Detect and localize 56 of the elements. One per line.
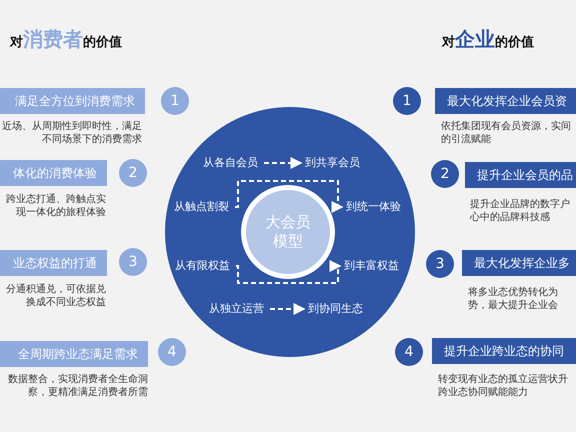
- description-text: 转变现有业态的孤立运营状升跨业态协同赋能能力: [438, 373, 569, 399]
- banner-heading: 最大化发挥企业多: [474, 254, 570, 272]
- value-banner: [0, 341, 148, 367]
- transition-text: 到丰富权益: [344, 258, 399, 274]
- description-text: 近场、从周期性到即时性，满足不同场景下的消费需求: [1, 120, 142, 146]
- section-title: 对企业的价值: [442, 26, 534, 53]
- description-text: 跨业态打通、跨触点实现一体化的旅程体验: [5, 193, 106, 219]
- banner-heading: 最大化发挥企业会员资: [447, 92, 567, 110]
- number-badge: [158, 338, 186, 366]
- description-text: 提升企业品牌的数字户心中的品牌科技感: [470, 198, 571, 224]
- banner-heading: 提升企业会员的品: [477, 166, 573, 184]
- transition-text: 到统一体验: [346, 199, 401, 215]
- number-badge: [426, 250, 454, 278]
- transition-text: 到协同生态: [308, 301, 363, 317]
- banner-heading: 业态权益的打通: [13, 254, 97, 272]
- number-badge: [395, 338, 423, 366]
- transition-text: 从各自会员: [203, 155, 258, 171]
- value-banner: [465, 162, 576, 188]
- center-circle: [241, 185, 335, 279]
- dashed-arrow: [264, 157, 302, 169]
- description-text: 将多业态优势转化为势，最大提升企业会: [468, 286, 559, 312]
- number-text: 2: [440, 166, 450, 182]
- value-banner: [0, 88, 145, 114]
- number-text: 3: [436, 256, 444, 272]
- value-banner: [462, 250, 576, 276]
- value-banner: [0, 160, 107, 186]
- dashed-arrow: [236, 260, 342, 284]
- number-badge: [431, 160, 459, 188]
- number-text: 1: [402, 93, 412, 109]
- transition-text: 从有限权益: [175, 258, 230, 274]
- banner-heading: 体化的消费体验: [13, 164, 97, 182]
- description-text: 分通积通兑，可依据兑换成不同业态权益: [5, 283, 106, 309]
- banner-heading: 满足全方位到消费需求: [15, 92, 135, 110]
- transition-text: 从独立运营: [209, 301, 264, 317]
- number-badge: [161, 87, 189, 115]
- number-text: 3: [128, 254, 138, 270]
- number-badge: [393, 87, 421, 115]
- dashed-arrow: [270, 303, 306, 315]
- value-banner: [435, 88, 576, 114]
- number-badge: [119, 159, 147, 187]
- description-text: 依托集团现有会员资源，实间的引流赋能: [441, 120, 572, 146]
- value-banner: [432, 338, 576, 364]
- number-text: 1: [170, 93, 180, 109]
- banner-heading: 提升企业跨业态的协同: [444, 342, 564, 360]
- transition-text: 从触点割裂: [174, 199, 229, 215]
- number-text: 2: [128, 165, 138, 181]
- model-title: 大会员模型: [264, 213, 312, 251]
- dashed-arrow: [235, 180, 344, 213]
- value-banner: [0, 250, 107, 276]
- section-title: 对消费者的价值: [10, 26, 122, 53]
- number-badge: [119, 248, 147, 276]
- number-text: 4: [404, 344, 414, 360]
- number-text: 4: [168, 344, 176, 360]
- description-text: 数据整合，实现消费者全生命洞察，更精准满足消费者所需: [7, 373, 148, 399]
- banner-heading: 全周期跨业态满足需求: [18, 346, 138, 362]
- transition-text: 到共享会员: [305, 155, 360, 171]
